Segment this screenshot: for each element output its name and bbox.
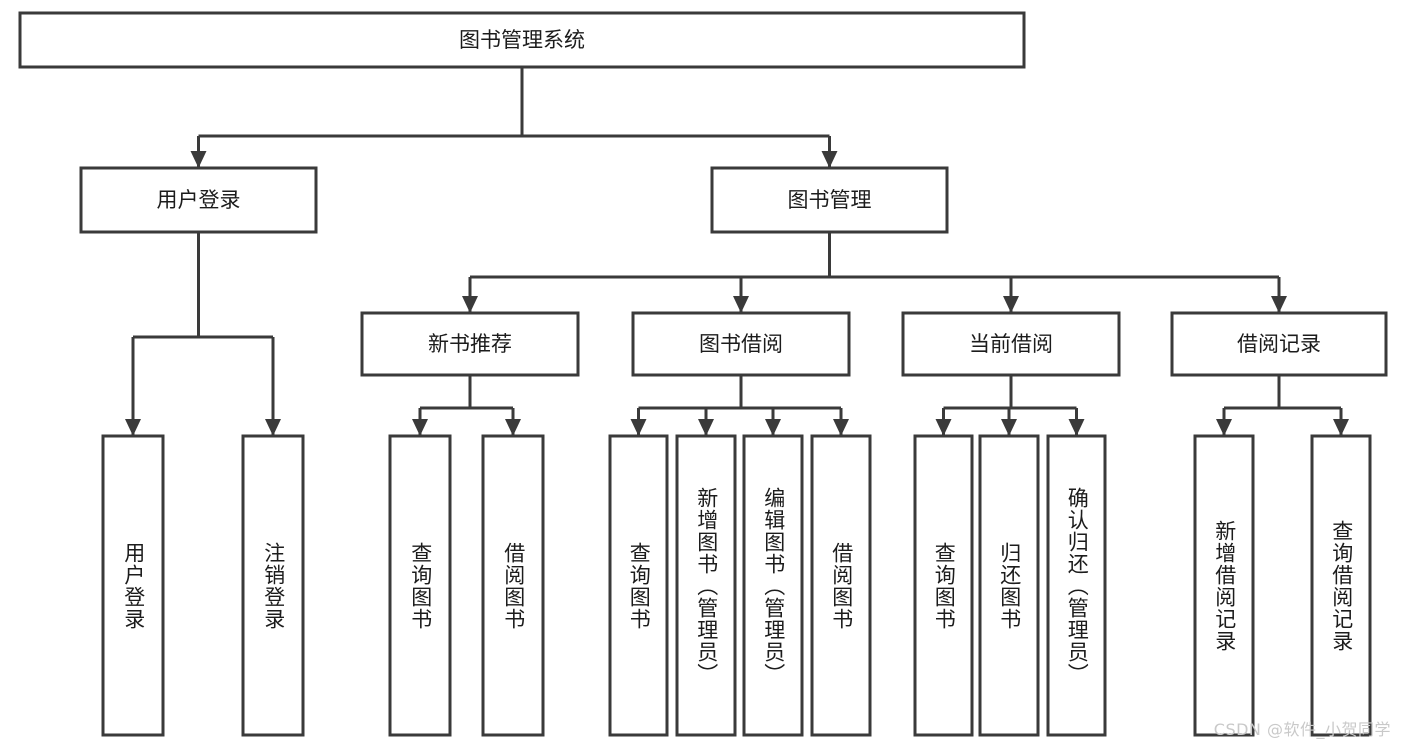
- arrowhead-icon: [698, 419, 714, 436]
- node-box-leaf-add-record[interactable]: [1193, 434, 1255, 737]
- arrowhead-icon: [462, 296, 478, 313]
- arrowhead-icon: [630, 419, 647, 436]
- node-box-book-borrow[interactable]: [631, 311, 851, 377]
- arrowhead-icon: [821, 151, 838, 168]
- node-box-root[interactable]: [18, 11, 1026, 69]
- node-box-leaf-borrow-book[interactable]: [810, 434, 872, 737]
- node-box-leaf-user-login[interactable]: [101, 434, 165, 737]
- arrowhead-icon: [1216, 419, 1232, 436]
- arrowhead-icon: [833, 419, 849, 436]
- arrowhead-icon: [265, 419, 281, 436]
- watermark-text: CSDN @软件_小贺同学: [1213, 720, 1391, 739]
- node-box-leaf-query-book-cur[interactable]: [913, 434, 974, 737]
- arrowhead-icon: [1068, 419, 1085, 436]
- arrowhead-icon: [1271, 296, 1287, 313]
- node-label-borrow-records: 借阅记录: [1237, 332, 1321, 356]
- node-label-user-login: 用户登录: [157, 188, 241, 212]
- node-label-current-borrow: 当前借阅: [969, 332, 1053, 356]
- node-label-new-book-recommend: 新书推荐: [428, 332, 512, 356]
- node-box-borrow-records[interactable]: [1170, 311, 1388, 377]
- connectors-layer: [125, 67, 1349, 436]
- boxes-layer: [18, 11, 1388, 737]
- arrowhead-icon: [765, 419, 781, 436]
- node-box-leaf-edit-book-admin[interactable]: [742, 434, 804, 737]
- arrowhead-icon: [412, 419, 428, 436]
- arrowhead-icon: [125, 419, 141, 436]
- node-label-book-borrow: 图书借阅: [699, 332, 783, 356]
- node-box-leaf-confirm-return[interactable]: [1046, 434, 1107, 737]
- node-label-root: 图书管理系统: [459, 28, 585, 52]
- node-box-user-login[interactable]: [79, 166, 318, 234]
- node-box-new-book-recommend[interactable]: [360, 311, 580, 377]
- node-box-book-management[interactable]: [710, 166, 949, 234]
- node-box-current-borrow[interactable]: [901, 311, 1121, 377]
- node-box-leaf-user-logout[interactable]: [241, 434, 305, 737]
- node-label-book-management: 图书管理: [788, 188, 872, 212]
- node-box-leaf-query-book-new[interactable]: [388, 434, 452, 737]
- arrowhead-icon: [190, 151, 207, 168]
- arrowhead-icon: [1003, 296, 1019, 313]
- node-box-leaf-query-book-borrow[interactable]: [608, 434, 669, 737]
- arrowhead-icon: [505, 419, 521, 436]
- node-box-leaf-query-record[interactable]: [1310, 434, 1372, 737]
- arrowhead-icon: [935, 419, 952, 436]
- node-box-leaf-add-book-admin[interactable]: [675, 434, 737, 737]
- arrowhead-icon: [1001, 419, 1017, 436]
- node-box-leaf-borrow-book-new[interactable]: [481, 434, 545, 737]
- arrowhead-icon: [1333, 419, 1349, 436]
- arrowhead-icon: [733, 296, 749, 313]
- node-box-leaf-return-book[interactable]: [978, 434, 1040, 737]
